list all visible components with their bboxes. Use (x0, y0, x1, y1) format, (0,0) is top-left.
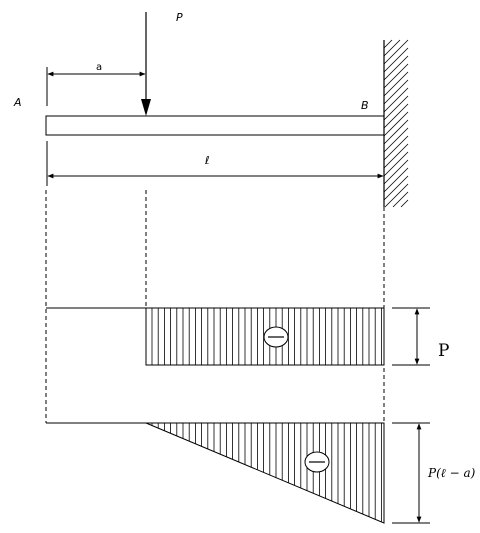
wall-hatch-line (383, 103, 409, 129)
moment-hatching (151, 423, 382, 522)
moment-diagram (46, 422, 430, 524)
dimension-a-label: a (96, 62, 102, 73)
dimension-length-label: ℓ (204, 154, 210, 167)
projection-lines (45, 190, 385, 523)
minus-sign-icon (263, 326, 289, 348)
wall-hatch-line (383, 167, 409, 193)
wall-hatch-line (383, 39, 393, 49)
wall-hatch-line (392, 191, 409, 208)
load-label: P (176, 11, 183, 24)
beam (45, 115, 385, 136)
load-arrow (141, 12, 151, 116)
wall-hatch-line (383, 143, 409, 169)
moment-value-label: P(ℓ − a) (427, 466, 476, 480)
shear-block (145, 307, 385, 366)
wall-hatch-line (383, 135, 409, 161)
shear-value-label: P (438, 341, 449, 361)
wall-hatch-line (383, 79, 409, 105)
wall-hatching (383, 39, 409, 208)
wall-hatch-line (383, 87, 409, 113)
dimension-length (46, 141, 384, 186)
wall-hatch-line (383, 127, 409, 153)
fixed-wall (383, 39, 409, 208)
wall-hatch-line (400, 199, 409, 208)
moment-triangle (145, 422, 385, 524)
wall-hatch-line (383, 71, 409, 97)
wall-hatch-line (384, 183, 409, 208)
end-b-label: B (361, 99, 369, 112)
dimension-a (46, 67, 146, 106)
shear-diagram (46, 307, 430, 366)
wall-hatch-line (383, 63, 409, 89)
minus-sign-icon (304, 451, 330, 473)
wall-hatch-line (383, 39, 409, 65)
wall-hatch-line (383, 175, 409, 201)
wall-hatch-line (383, 95, 409, 121)
wall-hatch-line (383, 111, 409, 137)
wall-hatch-line (383, 55, 409, 81)
wall-hatch-line (383, 47, 409, 73)
wall-hatch-line (383, 39, 401, 57)
end-a-label: A (13, 96, 22, 109)
wall-hatch-line (383, 119, 409, 145)
wall-hatch-line (383, 159, 409, 185)
wall-hatch-line (383, 151, 409, 177)
